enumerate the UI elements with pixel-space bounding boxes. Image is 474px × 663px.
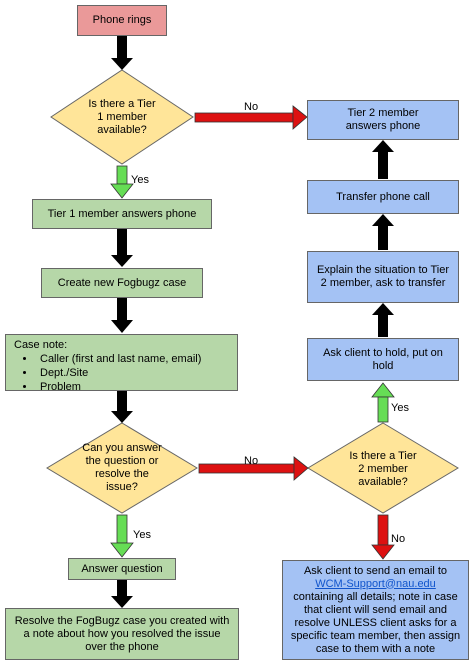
arrow-no-answer	[198, 456, 309, 481]
yes-label-tier2: Yes	[391, 402, 409, 414]
arrow-yes-answer	[110, 514, 134, 558]
case-note-item: Problem	[36, 380, 229, 394]
arrow-yes-tier1	[110, 165, 134, 199]
case-note-node: Case note: Caller (first and last name, …	[5, 334, 238, 394]
send-email-post: containing all details; note in case tha…	[290, 590, 461, 655]
resolve-case-node: Resolve the FogBugz case you created wit…	[5, 608, 239, 660]
tier2-answers-label: Tier 2 member answers phone	[345, 107, 421, 132]
tier1-answers-label: Tier 1 member answers phone	[47, 207, 197, 220]
tier2-decision-shape	[307, 422, 459, 514]
resolve-case-label: Resolve the FogBugz case you created wit…	[14, 614, 230, 653]
arrow-answer-to-resolve	[111, 580, 133, 608]
yes-label-answer: Yes	[133, 529, 151, 541]
send-email-text: Ask client to send an email to WCM-Suppo…	[287, 565, 464, 656]
create-case-label: Create new Fogbugz case	[57, 276, 187, 289]
phone-rings-node: Phone rings	[77, 5, 167, 36]
yes-label-tier1: Yes	[131, 174, 149, 186]
tier1-decision-label: Is there a Tier 1 member available?	[88, 97, 156, 136]
tier2-answers-node: Tier 2 member answers phone	[307, 100, 459, 140]
phone-rings-label: Phone rings	[92, 14, 152, 26]
answer-question-node: Answer question	[68, 558, 176, 580]
tier2-decision-label: Is there a Tier 2 member available?	[349, 449, 417, 488]
send-email-pre: Ask client to send an email to	[303, 564, 448, 577]
no-label-answer: No	[244, 455, 259, 467]
no-label-tier2: No	[391, 533, 406, 545]
transfer-call-node: Transfer phone call	[307, 180, 459, 214]
answer-question-label: Answer question	[81, 562, 163, 575]
answer-decision-shape	[46, 422, 198, 514]
arrow-answers-to-create	[111, 229, 133, 267]
no-label-tier1: No	[244, 101, 259, 113]
explain-situation-node: Explain the situation to Tier 2 member, …	[307, 251, 459, 303]
tier1-answers-node: Tier 1 member answers phone	[32, 199, 212, 229]
case-note-list: Caller (first and last name, email) Dept…	[14, 352, 229, 394]
case-note-item: Caller (first and last name, email)	[36, 352, 229, 366]
transfer-call-label: Transfer phone call	[336, 190, 430, 203]
arrow-note-to-decision	[111, 391, 133, 423]
arrow-no-tier2	[371, 514, 395, 560]
case-note-title: Case note:	[14, 339, 68, 351]
arrow-hold-to-explain	[372, 303, 394, 337]
create-case-node: Create new Fogbugz case	[41, 268, 203, 298]
arrow-create-to-note	[111, 298, 133, 333]
ask-hold-node: Ask client to hold, put on hold	[307, 338, 459, 381]
answer-decision-label: Can you answer the question or resolve t…	[82, 442, 162, 493]
arrow-transfer-to-tier2	[372, 140, 394, 179]
arrow-ring-to-tier1	[111, 36, 133, 70]
arrow-no-tier1	[194, 105, 308, 130]
support-email-link[interactable]: WCM-Support@nau.edu	[315, 577, 436, 590]
ask-hold-label: Ask client to hold, put on hold	[323, 346, 443, 372]
send-email-node: Ask client to send an email to WCM-Suppo…	[282, 560, 469, 660]
case-note-item: Dept./Site	[36, 366, 229, 380]
arrow-yes-tier2	[371, 382, 395, 423]
explain-situation-label: Explain the situation to Tier 2 member, …	[316, 264, 450, 289]
tier1-decision-shape	[50, 69, 194, 165]
arrow-explain-to-transfer	[372, 214, 394, 250]
